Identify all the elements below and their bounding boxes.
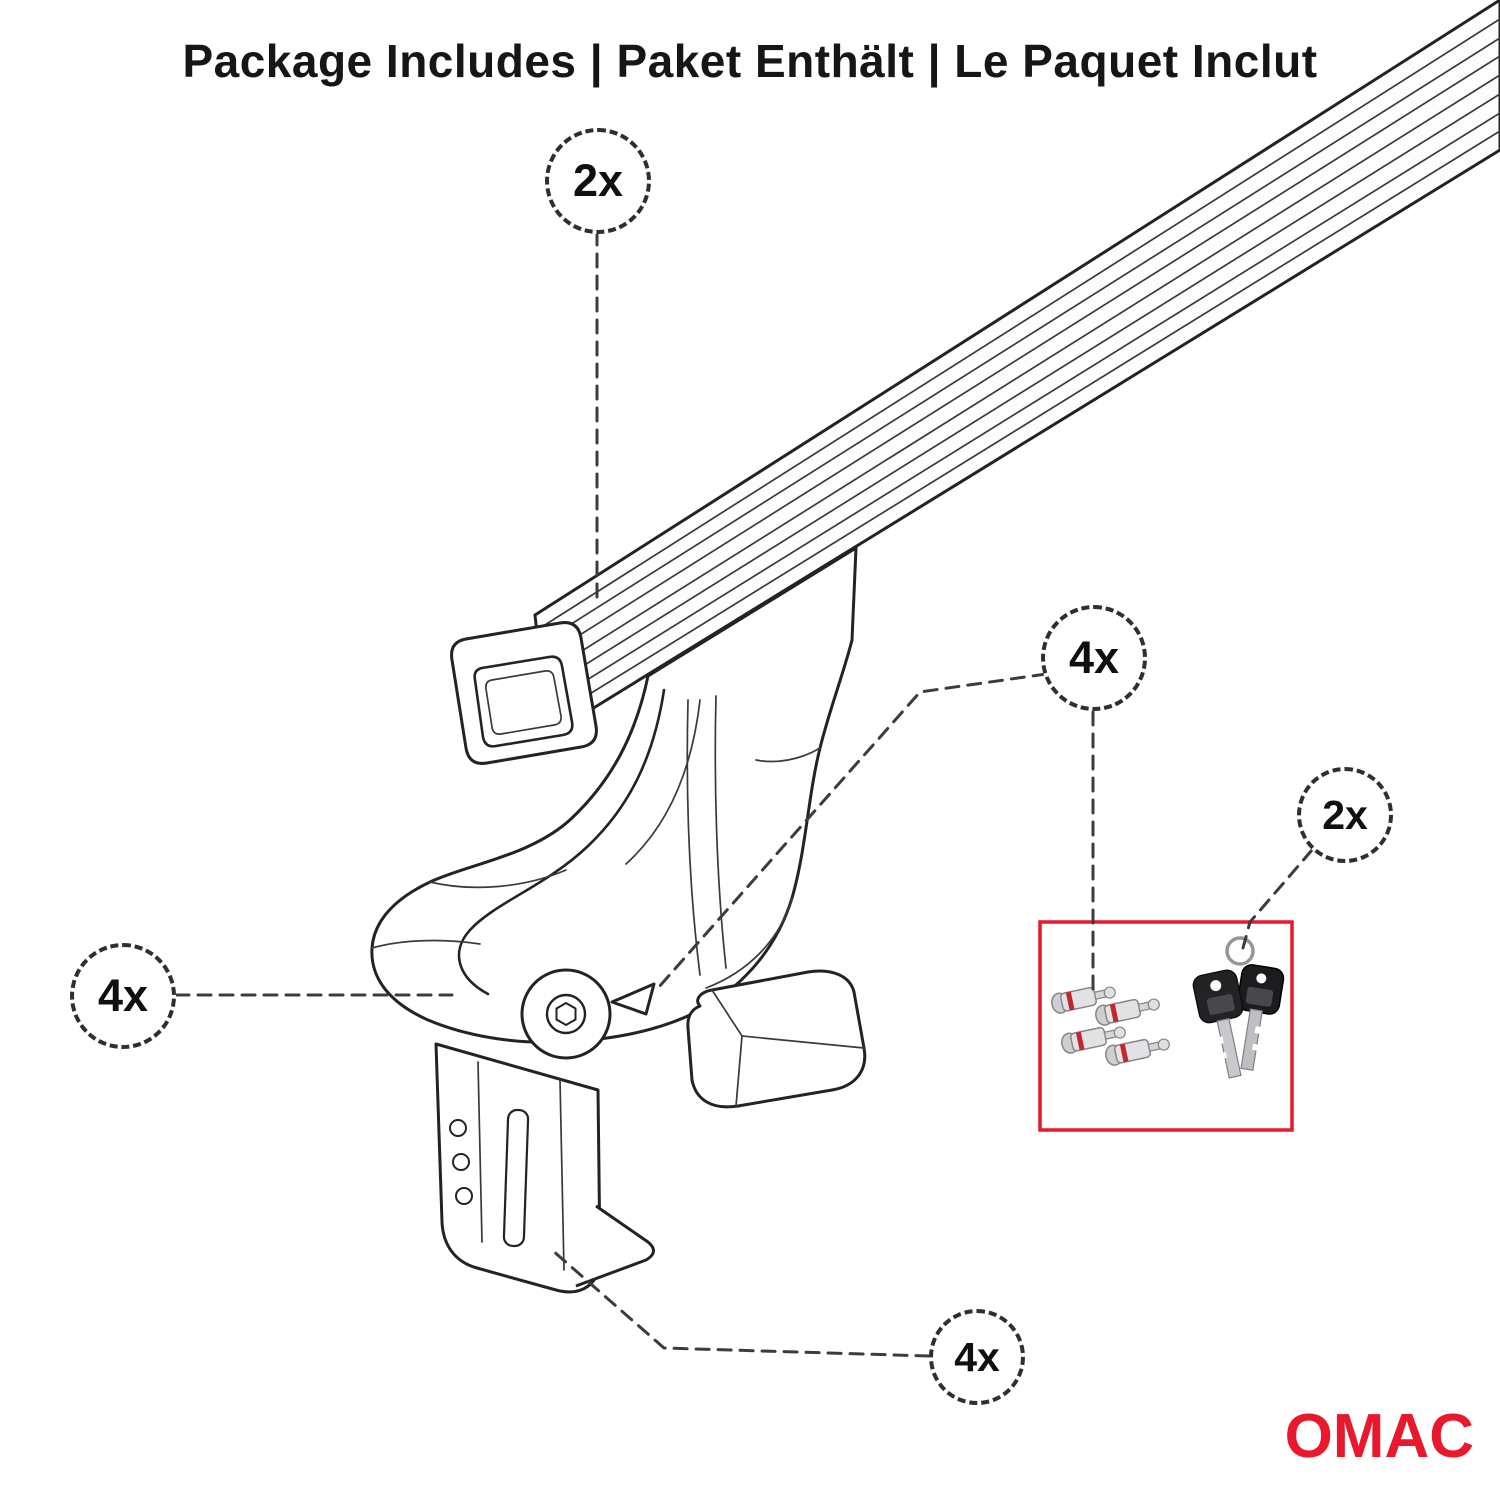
keys-icon — [1192, 936, 1285, 1079]
mounting-foot-icon — [370, 546, 858, 1060]
end-cap-icon — [450, 621, 598, 765]
leader-lines — [174, 230, 1314, 1358]
callout-key-label: 2x — [1322, 791, 1368, 838]
clamp-bracket-icon — [434, 1042, 655, 1294]
pointer-flag — [610, 982, 656, 1016]
clamp-hole — [452, 1153, 470, 1171]
clamp-slot — [502, 1108, 530, 1248]
crossbar-ridges — [536, 18, 1500, 722]
callout-crossbar-qty: 2x — [545, 128, 651, 234]
callout-clamp-qty: 4x — [929, 1309, 1025, 1405]
clamp-lip — [575, 1204, 655, 1288]
key-ring-icon — [1225, 936, 1255, 966]
foot-bolt-boss-icon — [520, 968, 612, 1060]
page-title: Package Includes | Paket Enthält | Le Pa… — [182, 35, 1318, 87]
leader-keys — [1241, 848, 1314, 950]
callout-lock-bolt-label: 4x — [1068, 632, 1120, 683]
clamp-hole — [449, 1119, 467, 1137]
callout-lock-bolt-qty: 4x — [1041, 605, 1147, 711]
callout-foot-label: 4x — [97, 970, 149, 1021]
callout-crossbar-label: 2x — [572, 155, 624, 206]
brand-logo: OMAC — [1284, 1402, 1474, 1471]
foot-base-pad-icon — [686, 969, 867, 1109]
crossbar-icon — [533, 0, 1500, 739]
lock-cylinders-icon — [1051, 986, 1170, 1066]
parts-box — [1038, 920, 1294, 1132]
leader-clamp — [550, 1248, 931, 1358]
callout-foot-qty: 4x — [70, 943, 176, 1049]
callout-clamp-label: 4x — [954, 1333, 1000, 1380]
callout-key-qty: 2x — [1297, 767, 1393, 863]
clamp-hole — [455, 1187, 473, 1205]
